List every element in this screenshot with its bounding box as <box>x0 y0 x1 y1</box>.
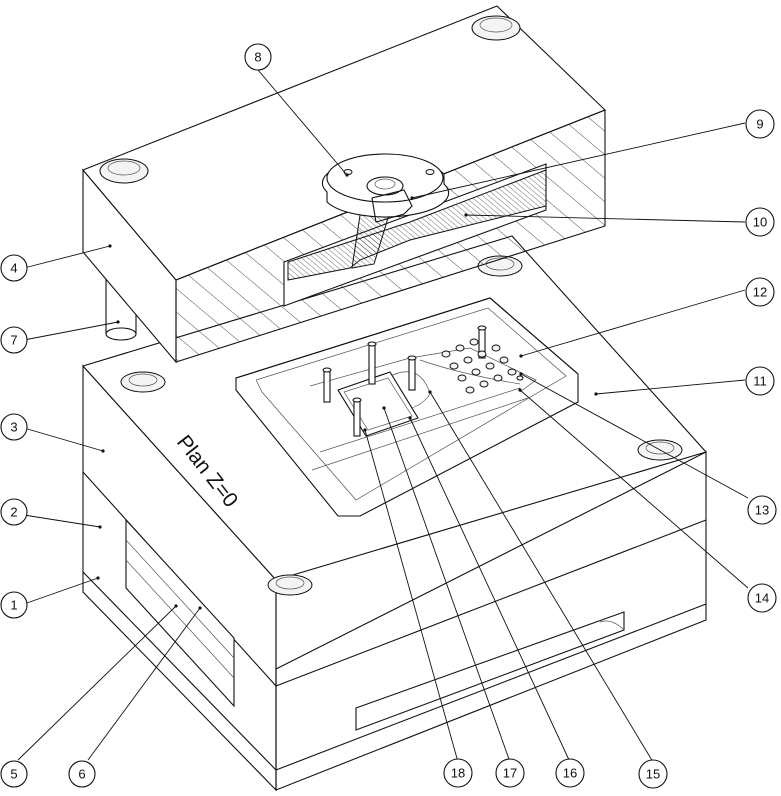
callout-13: 13 <box>747 495 777 525</box>
svg-text:14: 14 <box>755 591 769 606</box>
svg-text:10: 10 <box>753 215 767 230</box>
callout-14: 14 <box>747 583 777 613</box>
svg-text:4: 4 <box>10 261 17 276</box>
svg-text:15: 15 <box>646 767 660 782</box>
callout-8: 8 <box>244 43 272 71</box>
ejector-hole-array <box>441 338 524 394</box>
svg-text:11: 11 <box>753 374 767 389</box>
callout-17: 17 <box>495 758 525 788</box>
callout-16: 16 <box>555 758 585 788</box>
svg-text:5: 5 <box>10 767 17 782</box>
upper-mold-block <box>82 5 606 364</box>
svg-text:16: 16 <box>563 766 577 781</box>
callout-9: 9 <box>745 109 775 139</box>
callout-11: 11 <box>745 366 775 396</box>
callout-5: 5 <box>0 760 28 788</box>
callout-1: 1 <box>0 591 28 619</box>
leader-lines <box>17 69 749 763</box>
callout-3: 3 <box>0 413 28 441</box>
svg-text:12: 12 <box>753 285 767 300</box>
callout-12: 12 <box>745 277 775 307</box>
svg-text:7: 7 <box>10 333 17 348</box>
svg-text:9: 9 <box>756 117 763 132</box>
svg-text:8: 8 <box>254 50 261 65</box>
callout-6: 6 <box>68 760 96 788</box>
callout-7: 7 <box>0 326 28 354</box>
svg-text:1: 1 <box>10 598 17 613</box>
svg-text:17: 17 <box>503 766 517 781</box>
svg-text:18: 18 <box>451 766 465 781</box>
callout-bubbles: 1 2 3 4 5 6 7 8 9 10 11 12 13 14 15 16 1… <box>0 43 777 789</box>
callout-18: 18 <box>443 758 473 788</box>
callout-2: 2 <box>0 498 28 526</box>
svg-text:2: 2 <box>10 505 17 520</box>
svg-text:3: 3 <box>10 420 17 435</box>
callout-4: 4 <box>0 254 28 282</box>
callout-15: 15 <box>638 759 668 789</box>
callout-10: 10 <box>745 207 775 237</box>
svg-text:13: 13 <box>755 503 769 518</box>
cavity-insert <box>235 297 579 517</box>
svg-text:6: 6 <box>78 767 85 782</box>
